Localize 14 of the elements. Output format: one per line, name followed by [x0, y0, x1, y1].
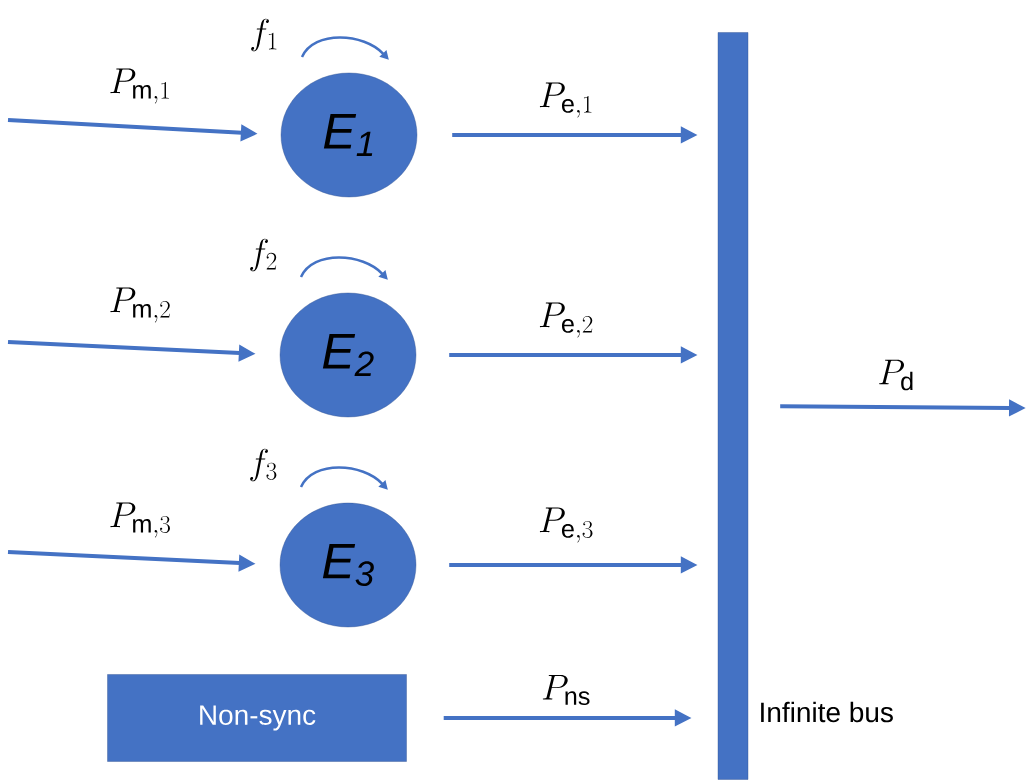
frequency-label: $f_2$ — [250, 238, 277, 272]
frequency-label: $f_3$ — [250, 448, 277, 482]
edge-label: $P_{\mathrm{e},1}$ — [539, 82, 592, 118]
bus-label: Infinite bus — [761, 701, 893, 723]
edge-label: $P_{\mathrm{d}}$ — [879, 359, 913, 391]
edge-label: $P_{\mathrm{ns}}$ — [542, 674, 590, 706]
edge-label: $P_{\mathrm{e},2}$ — [539, 302, 593, 338]
edge-label: $P_{\mathrm{m},2}$ — [110, 287, 170, 323]
edge-label: $P_{\mathrm{e},3}$ — [539, 507, 593, 543]
source-box: Non-sync — [107, 674, 407, 762]
edge-label: $P_{\mathrm{m},3}$ — [110, 502, 170, 538]
frequency-label: $f_1$ — [251, 18, 277, 52]
bus-bar — [717, 32, 749, 780]
edge-label: $P_{\mathrm{m},1}$ — [110, 68, 169, 104]
